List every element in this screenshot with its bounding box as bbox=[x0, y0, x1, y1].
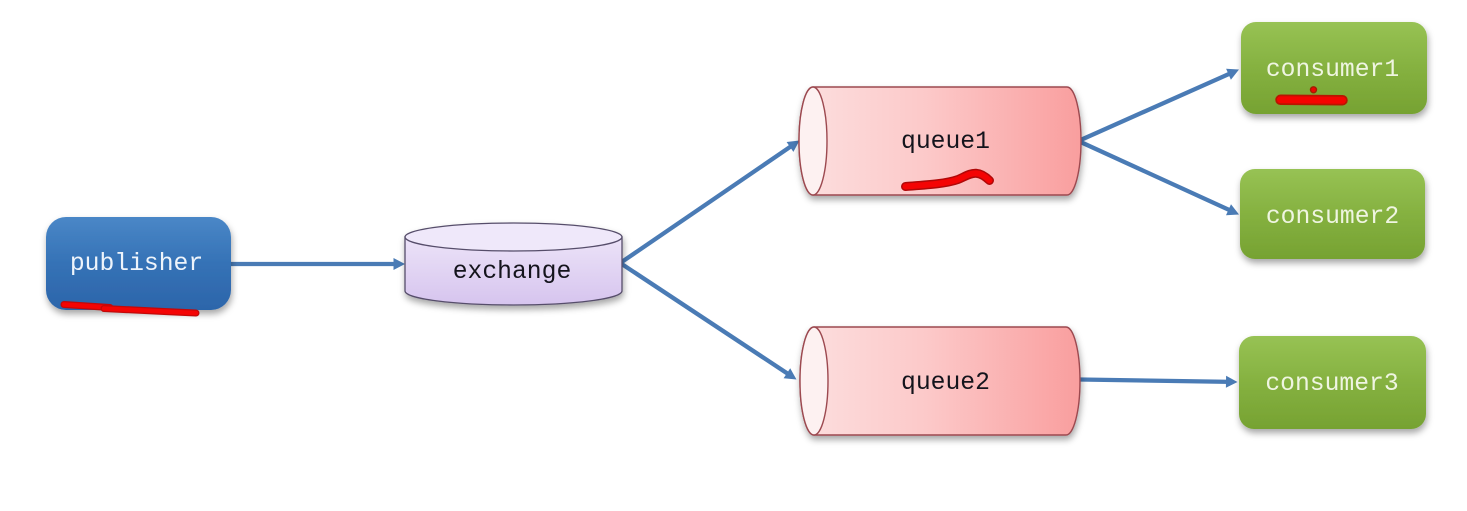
svg-text:publisher: publisher bbox=[70, 250, 203, 278]
svg-text:consumer2: consumer2 bbox=[1266, 203, 1399, 231]
svg-text:consumer3: consumer3 bbox=[1265, 370, 1398, 398]
svg-text:exchange: exchange bbox=[453, 258, 572, 286]
svg-text:queue1: queue1 bbox=[901, 128, 990, 156]
svg-text:consumer1: consumer1 bbox=[1266, 56, 1399, 84]
svg-text:queue2: queue2 bbox=[901, 369, 990, 397]
